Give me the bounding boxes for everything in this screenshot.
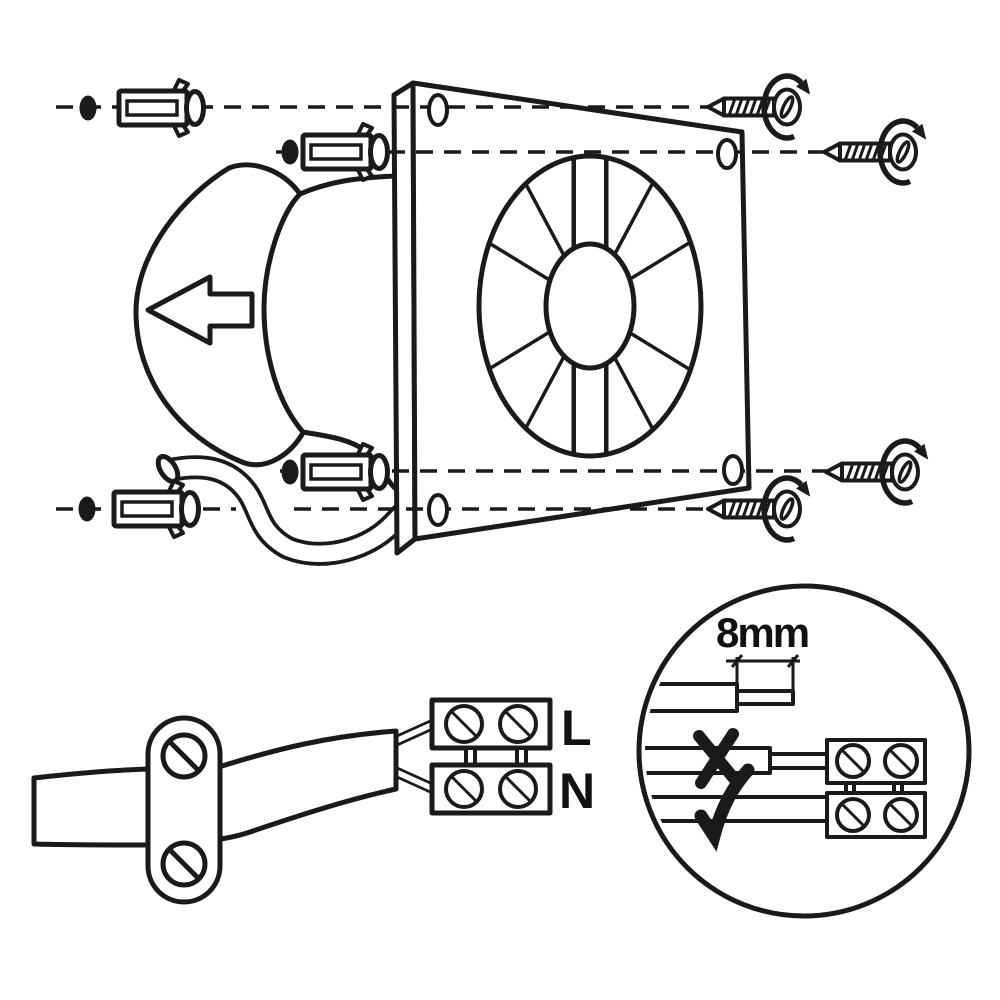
mounting-hole	[427, 93, 449, 127]
fan-hub	[543, 241, 637, 371]
terminal-block-connectors	[464, 746, 528, 767]
power-cable	[155, 453, 413, 566]
drill-mark	[281, 459, 299, 485]
wall-plugs	[78, 80, 388, 537]
drill-mark	[79, 95, 97, 121]
wire-insulation	[645, 682, 739, 713]
wall-plug-icon	[114, 481, 199, 537]
mounting-hole	[427, 493, 449, 527]
screw-icon	[706, 87, 802, 127]
wall-plug-icon	[119, 80, 204, 136]
grille-ring	[476, 153, 704, 459]
terminal-block-neutral	[429, 762, 553, 816]
fan-grille	[476, 153, 704, 459]
detail-terminal-blocks	[825, 738, 927, 839]
cable-clamp	[145, 715, 223, 905]
mounting-hole	[716, 138, 738, 170]
strip-length-label: 8mm	[716, 609, 810, 656]
terminal-block-live	[429, 697, 553, 751]
check-icon	[694, 763, 755, 852]
drill-mark	[281, 139, 299, 165]
wall-plug-icon	[303, 124, 388, 180]
motor-housing	[133, 162, 403, 495]
wiring-section	[31, 697, 553, 905]
terminal-neutral-label: N	[559, 763, 596, 819]
mounting-hole	[722, 454, 744, 486]
cross-icon	[693, 728, 742, 789]
wire-conductor	[735, 689, 795, 706]
dimension-lines	[726, 654, 800, 692]
terminal-live-label: L	[561, 700, 592, 756]
detail-inset	[636, 583, 972, 919]
mounting-holes	[427, 93, 744, 527]
fan-unit	[56, 76, 928, 566]
airflow-arrow-icon	[145, 274, 255, 346]
screw-icon	[706, 489, 802, 529]
drill-mark	[78, 496, 96, 522]
motor-front-shell	[261, 173, 403, 495]
wire-conductor	[768, 752, 829, 770]
screw-icon	[822, 132, 918, 172]
screw-icon	[824, 452, 920, 492]
